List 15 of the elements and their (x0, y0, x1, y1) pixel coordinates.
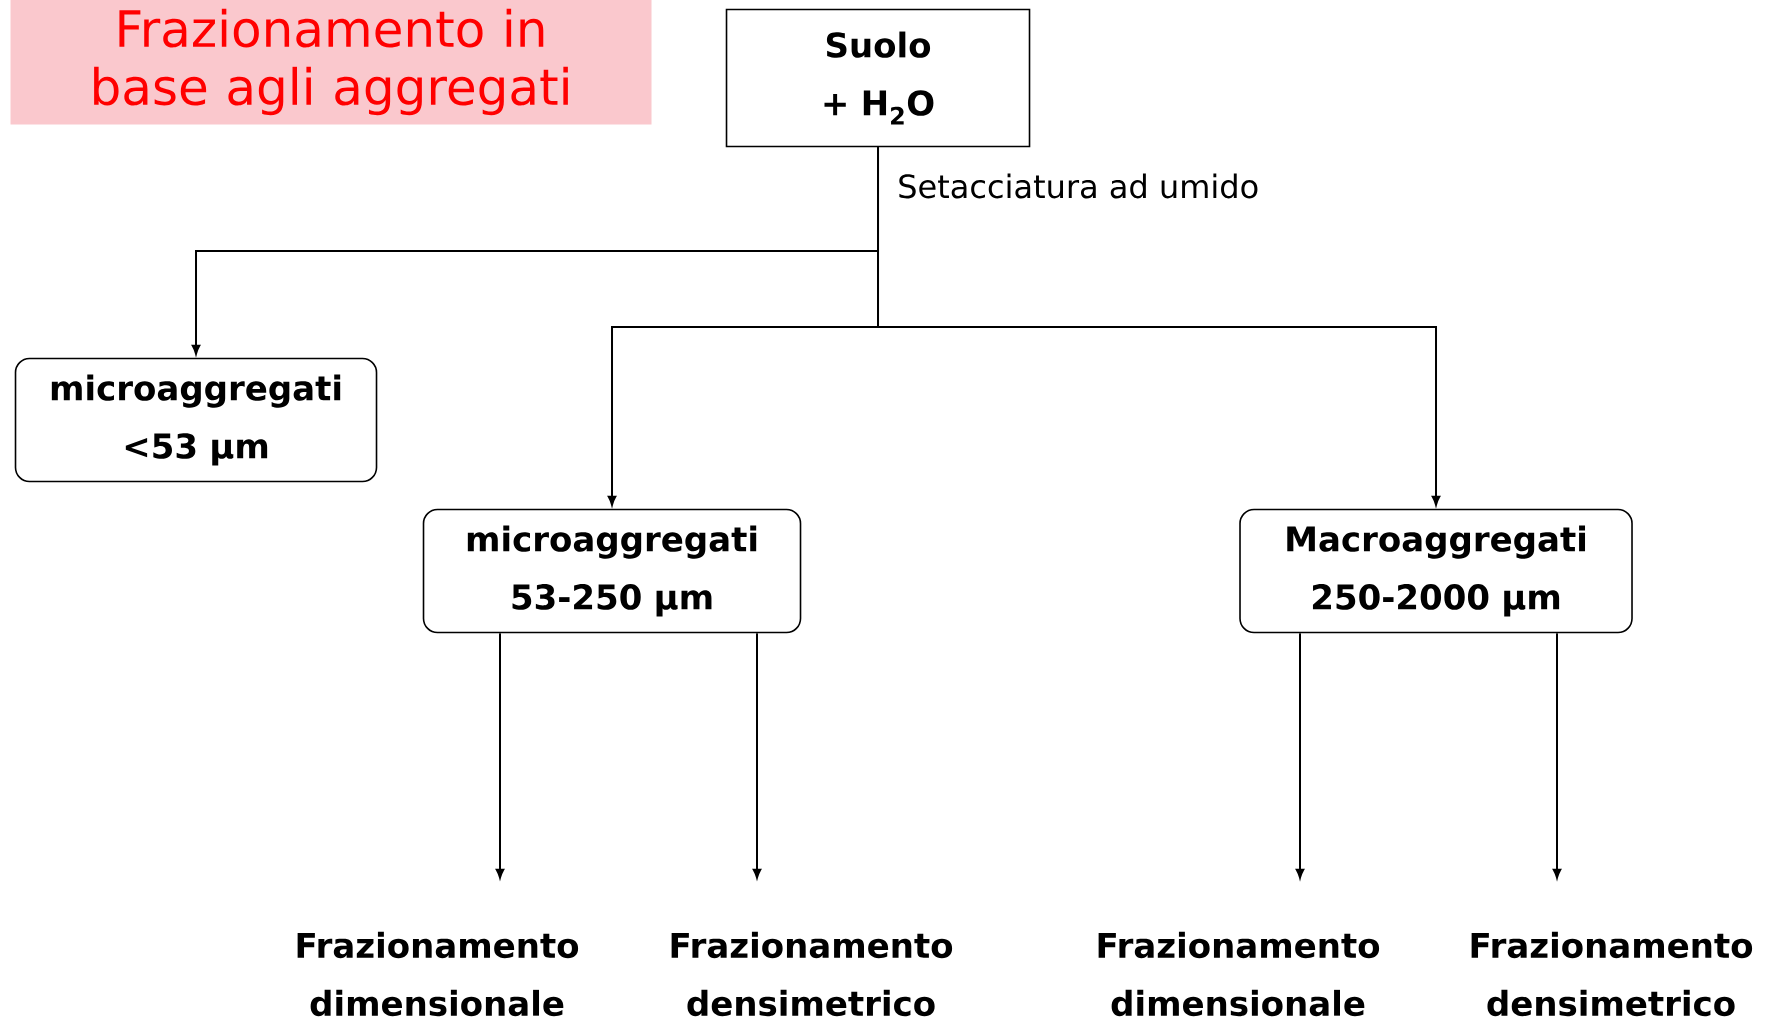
arrow (877, 146, 1441, 506)
result-label: Frazionamento dimensionale (1098, 931, 1380, 1017)
result-label: Frazionamento dimensionale (297, 931, 579, 1017)
input-box: Suolo + H$_{2}$O (725, 8, 1031, 148)
process-box: microaggregati <53 μm (14, 357, 378, 483)
arrow (752, 632, 762, 879)
arrow (1552, 632, 1562, 879)
title-banner: Frazionamento in base agli aggregati (10, 0, 652, 125)
result-label: Frazionamento densimetrico (671, 931, 953, 1017)
result-label: Frazionamento densimetrico (1471, 931, 1753, 1017)
process-box: microaggregati 53-250 μm (422, 508, 802, 634)
arrow (495, 632, 505, 879)
process-box: Macroaggregati 250-2000 μm (1239, 508, 1633, 634)
step-label: Setacciatura ad umido (899, 173, 1258, 199)
arrow (1295, 632, 1305, 879)
